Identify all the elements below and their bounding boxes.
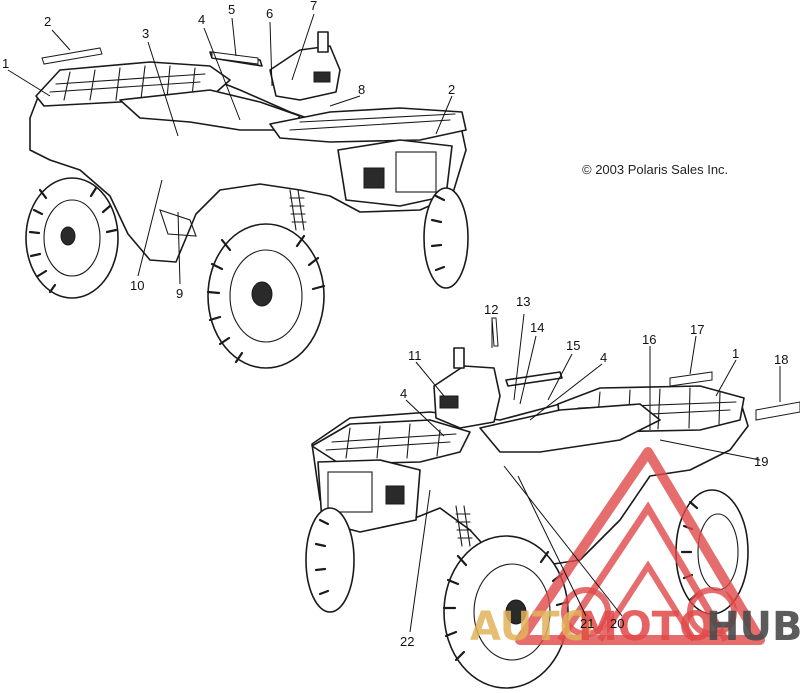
top-front-wheel-right [423,187,469,289]
callout-1-top: 1 [2,56,9,71]
atv-top-view [25,31,469,369]
watermark-auto: AUTO [470,604,594,650]
callout-12: 12 [484,302,498,317]
callout-4-top: 4 [198,12,205,27]
watermark-hub: HUB [706,604,800,650]
callout-5: 5 [228,2,235,17]
callout-2-top-front: 2 [448,82,455,97]
bottom-callouts: 12 13 14 15 11 4 4 16 17 1 18 19 22 21 2… [400,294,788,649]
callout-13: 13 [516,294,530,309]
callout-19: 19 [754,454,768,469]
callout-6: 6 [266,6,273,21]
top-body [29,73,467,263]
top-callouts: 1 2 3 4 5 6 7 8 2 10 9 [2,0,455,301]
top-rear-wheel [25,177,119,299]
top-floating-decals [41,47,259,65]
callout-20: 20 [610,616,624,631]
top-leader-lines [7,13,453,285]
decal-12 [491,317,499,347]
callout-7: 7 [310,0,317,13]
callout-4-bottom-right: 4 [600,350,607,365]
bottom-front-wheel-right [442,535,570,689]
callout-15: 15 [566,338,580,353]
callout-10: 10 [130,278,144,293]
callout-2-top-rear: 2 [44,14,51,29]
callout-17: 17 [690,322,704,337]
bottom-leader-lines [405,313,781,633]
callout-16: 16 [642,332,656,347]
top-front-rack [269,107,467,143]
watermark-moto: MOTO [578,604,713,650]
decal-2-rear [41,47,103,65]
bottom-floating-decals [491,317,800,421]
callout-18: 18 [774,352,788,367]
callout-21: 21 [580,616,594,631]
decal-17 [669,371,713,387]
callout-22: 22 [400,634,414,649]
callout-14: 14 [530,320,544,335]
callout-11: 11 [408,348,422,363]
watermark-logo: AUTO MOTO HUB [470,447,800,650]
bottom-handlebar-pod [433,347,563,429]
decal-18 [755,401,800,421]
copyright-text: © 2003 Polaris Sales Inc. [582,162,728,177]
bottom-front-wheel-left [305,507,355,613]
callout-4-bottom-left: 4 [400,386,407,401]
callout-8: 8 [358,82,365,97]
callout-3: 3 [142,26,149,41]
top-front-wheel-left [206,223,326,369]
decal-5 [211,51,259,65]
callout-1-bottom: 1 [732,346,739,361]
callout-9: 9 [176,286,183,301]
